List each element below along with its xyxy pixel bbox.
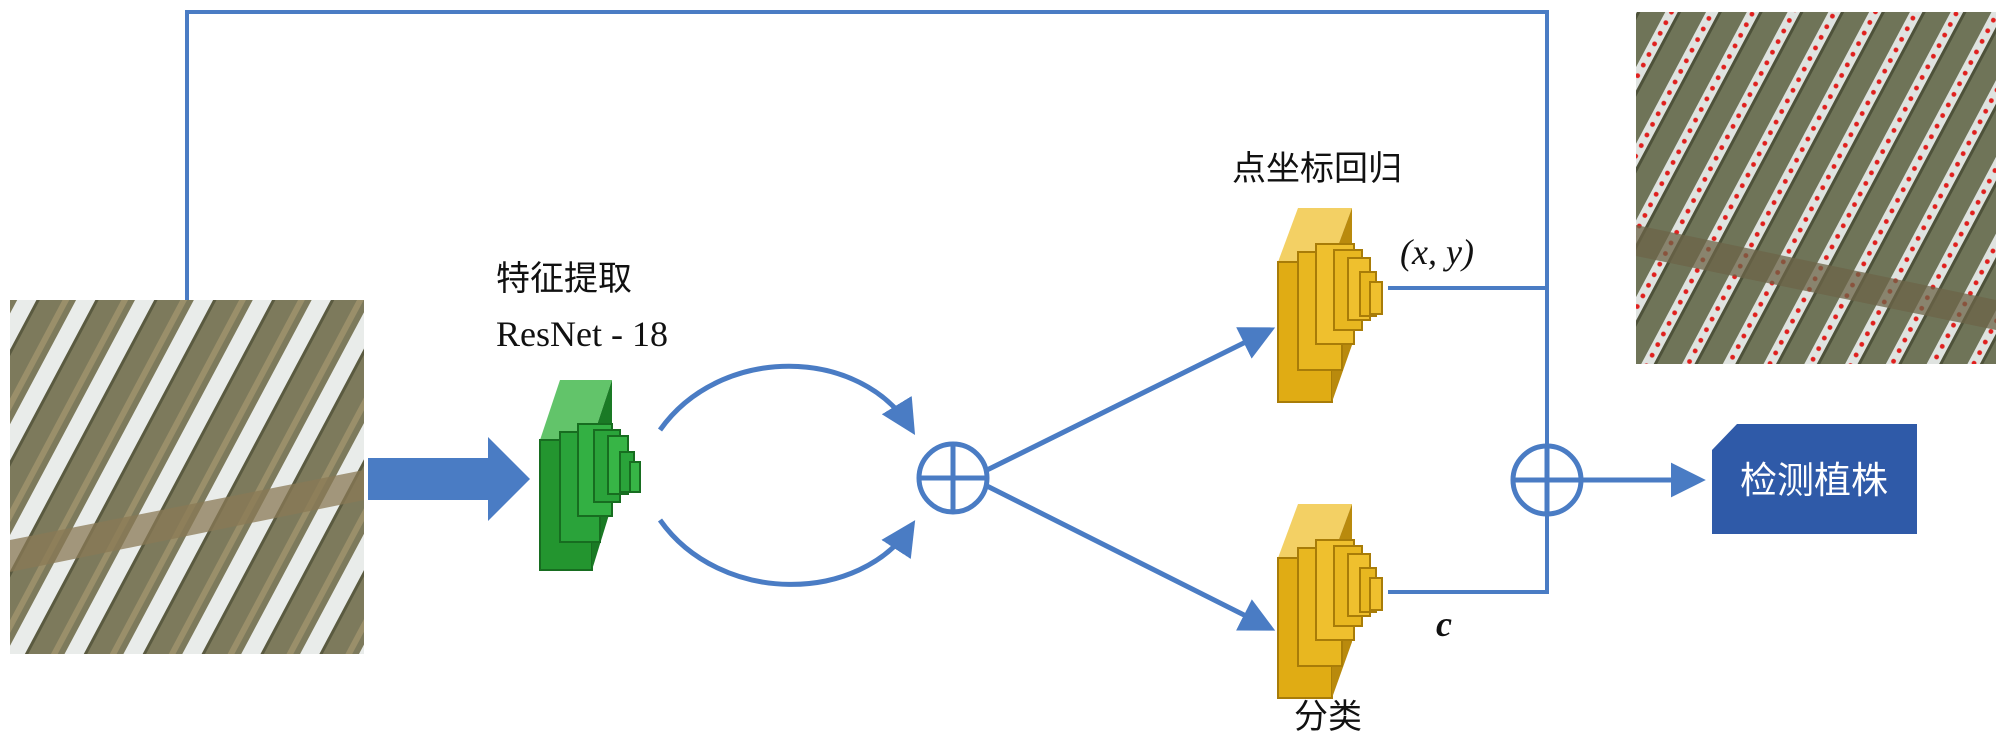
regression-head-icon <box>1277 208 1383 403</box>
output-box <box>1712 424 1917 534</box>
output-image <box>1636 12 1996 364</box>
classification-label: 分类 <box>1294 697 1362 737</box>
circled-plus-icon <box>916 441 990 515</box>
thick-right-arrow-icon <box>368 437 530 521</box>
resnet-label: ResNet - 18 <box>496 314 668 354</box>
lower-curve-arrow <box>657 518 916 587</box>
upper-curve-arrow <box>657 363 916 435</box>
input-image <box>10 300 364 654</box>
classification-head-icon <box>1277 504 1383 699</box>
xy-label: (x, y) <box>1400 232 1474 272</box>
branch-arrow-up <box>985 327 1276 473</box>
resnet-block-icon <box>539 380 641 571</box>
classification-output-line <box>1388 512 1549 594</box>
output-label: 检测植株 <box>1740 459 1888 502</box>
feature-extraction-label: 特征提取 <box>496 259 632 299</box>
c-label: c <box>1436 604 1452 644</box>
regression-output-line <box>1388 286 1549 448</box>
skip-connection-line <box>185 10 1549 448</box>
point-regression-label: 点坐标回归 <box>1232 149 1402 189</box>
branch-arrow-down <box>985 483 1276 631</box>
circled-plus-icon <box>1510 443 1584 517</box>
